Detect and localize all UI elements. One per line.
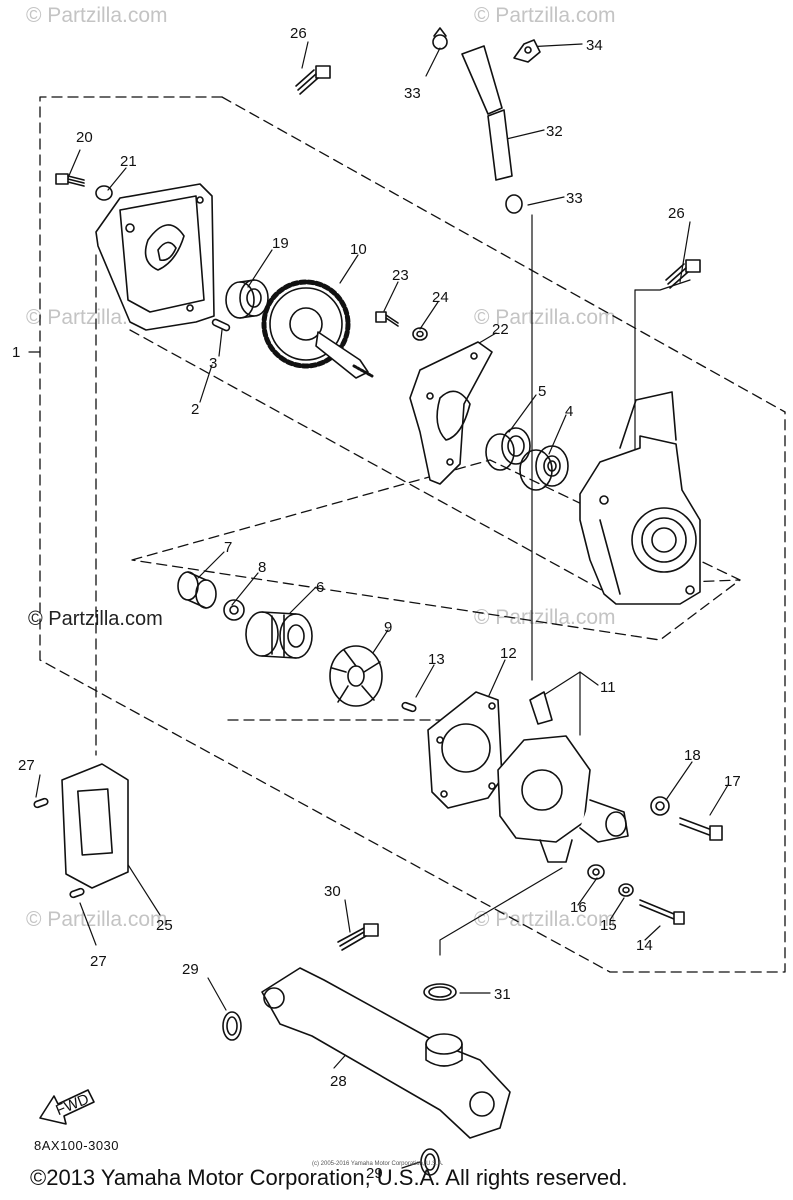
part-label: 15 bbox=[600, 917, 617, 934]
part-label: 10 bbox=[350, 241, 367, 258]
catalog-code: 8AX100-3030 bbox=[34, 1138, 120, 1153]
pump-housing bbox=[579, 391, 701, 605]
part-label: 5 bbox=[538, 383, 546, 400]
fwd-arrow-icon bbox=[39, 1089, 95, 1125]
pin-3 bbox=[211, 318, 231, 332]
plate-22 bbox=[409, 341, 493, 485]
part-label: 34 bbox=[586, 37, 603, 54]
pipe-28 bbox=[261, 967, 511, 1139]
part-label: 9 bbox=[384, 619, 392, 636]
part-label: 6 bbox=[316, 579, 324, 596]
part-label: 1 bbox=[12, 344, 20, 361]
cover-plate bbox=[95, 183, 215, 331]
bolt-14 bbox=[639, 899, 685, 925]
gear-10 bbox=[261, 279, 374, 379]
part-label: 3 bbox=[209, 355, 217, 372]
part-label: 29 bbox=[366, 1165, 383, 1182]
part-label: 16 bbox=[570, 899, 587, 916]
hose-32 bbox=[461, 45, 513, 181]
part-label: 8 bbox=[258, 559, 266, 576]
part-label: 12 bbox=[500, 645, 517, 662]
washer-21 bbox=[95, 185, 113, 201]
assembly-outline bbox=[39, 96, 786, 973]
part-label: 33 bbox=[404, 85, 421, 102]
bolt-26-top bbox=[295, 65, 331, 95]
o-ring-31 bbox=[423, 983, 457, 1001]
part-label: 27 bbox=[90, 953, 107, 970]
washer-8 bbox=[223, 599, 245, 621]
part-label: 31 bbox=[494, 986, 511, 1003]
pin-27-top bbox=[33, 797, 49, 809]
pin-13 bbox=[401, 701, 417, 713]
part-label: 20 bbox=[76, 129, 93, 146]
fwd-label: FWD bbox=[53, 1091, 91, 1120]
washer-15 bbox=[618, 883, 634, 897]
watermark: © Partzilla.com bbox=[28, 608, 163, 630]
part-label: 32 bbox=[546, 123, 563, 140]
seal-5 bbox=[485, 427, 531, 471]
part-label: 14 bbox=[636, 937, 653, 954]
clamp-33-bottom bbox=[505, 194, 523, 214]
copyright-notice: ©2013 Yamaha Motor Corporation, U.S.A. A… bbox=[30, 1165, 628, 1190]
pump-cover-11 bbox=[497, 691, 629, 863]
collar-7 bbox=[177, 571, 217, 609]
part-label: 28 bbox=[330, 1073, 347, 1090]
bearing-19 bbox=[225, 279, 269, 319]
pin-27-bottom bbox=[69, 887, 85, 899]
clamp-34 bbox=[513, 39, 541, 63]
part-label: 30 bbox=[324, 883, 341, 900]
part-label: 24 bbox=[432, 289, 449, 306]
part-label: 11 bbox=[600, 679, 616, 696]
clamp-33-top bbox=[432, 27, 448, 50]
gasket-25 bbox=[61, 763, 129, 889]
watermark: © Partzilla.com bbox=[474, 908, 616, 931]
seal-6 bbox=[245, 611, 313, 659]
part-label: 23 bbox=[392, 267, 409, 284]
part-label: 13 bbox=[428, 651, 445, 668]
part-label: 17 bbox=[724, 773, 741, 790]
impeller-9 bbox=[329, 645, 383, 707]
part-label: 26 bbox=[290, 25, 307, 42]
part-label: 4 bbox=[565, 403, 573, 420]
watermark: © Partzilla.com bbox=[26, 908, 168, 931]
watermark: © Partzilla.com bbox=[474, 306, 616, 329]
part-label: 25 bbox=[156, 917, 173, 934]
part-label: 29 bbox=[182, 961, 199, 978]
part-label: 18 bbox=[684, 747, 701, 764]
bolt-30 bbox=[337, 923, 379, 951]
part-label: 22 bbox=[492, 321, 509, 338]
bolt-26-right bbox=[665, 259, 701, 289]
part-label: 33 bbox=[566, 190, 583, 207]
copyright-small-note: (c) 2005-2016 Yamaha Motor Corporation, … bbox=[312, 1161, 444, 1167]
gasket-12 bbox=[427, 691, 503, 809]
watermark: © Partzilla.com bbox=[26, 4, 168, 27]
part-label: 21 bbox=[120, 153, 137, 170]
bolt-17 bbox=[679, 817, 723, 841]
part-label: 7 bbox=[224, 539, 232, 556]
leader-lines bbox=[28, 41, 729, 1169]
watermark: © Partzilla.com bbox=[474, 4, 616, 27]
washer-16 bbox=[587, 864, 605, 880]
watermark: © Partzilla.com bbox=[474, 606, 616, 629]
washer-18 bbox=[650, 796, 670, 816]
bolt-20 bbox=[55, 173, 85, 187]
part-label: 27 bbox=[18, 757, 35, 774]
screw-23 bbox=[375, 311, 399, 327]
part-label: 2 bbox=[191, 401, 199, 418]
washer-24 bbox=[412, 327, 428, 341]
o-ring-29-top bbox=[222, 1011, 242, 1041]
o-ring-29-bottom bbox=[420, 1148, 440, 1176]
bearing-4 bbox=[519, 445, 569, 491]
part-label: 19 bbox=[272, 235, 289, 252]
part-label: 26 bbox=[668, 205, 685, 222]
